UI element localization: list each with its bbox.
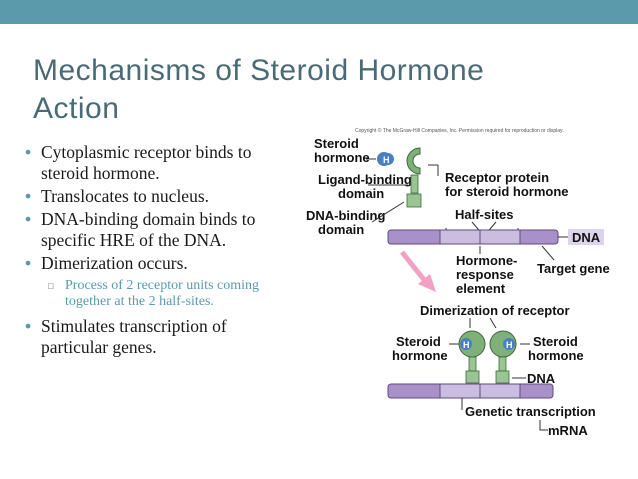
label-domain: domain (338, 186, 384, 201)
label-hormone: hormone (314, 150, 370, 165)
label-dna-bottom: DNA (527, 371, 556, 386)
svg-text:H: H (463, 340, 470, 350)
dna-strand-bottom (388, 384, 553, 398)
label-genetic-transcription: Genetic transcription (465, 404, 596, 419)
label-right-steroid: Steroid (533, 334, 578, 349)
copyright-text: Copyright © The McGraw-Hill Companies, I… (355, 127, 564, 134)
label-mrna: mRNA (548, 423, 588, 438)
svg-text:H: H (506, 340, 513, 350)
label-receptor-protein: Receptor protein (445, 170, 549, 185)
label-half-sites: Half-sites (455, 207, 514, 222)
hormone-icon: H (377, 152, 394, 166)
process-arrow (402, 252, 436, 292)
dna-strand-top (388, 230, 558, 244)
label-dna-domain: domain (318, 222, 364, 237)
label-hormone-response-2: response (456, 267, 514, 282)
receptor-dimer-right: H (490, 331, 516, 383)
label-hormone-response-3: element (456, 281, 506, 296)
receptor-dimer-left: H (459, 331, 485, 383)
label-hormone-response-1: Hormone- (456, 253, 517, 268)
label-steroid: Steroid (314, 136, 359, 151)
label-left-hormone: hormone (392, 348, 448, 363)
label-right-hormone: hormone (528, 348, 584, 363)
label-target-gene: Target gene (537, 261, 610, 276)
label-for-steroid: for steroid hormone (445, 184, 569, 199)
svg-text:H: H (383, 155, 390, 165)
label-left-steroid: Steroid (396, 334, 441, 349)
label-dimerization: Dimerization of receptor (420, 303, 570, 318)
label-dna-top: DNA (572, 230, 601, 245)
